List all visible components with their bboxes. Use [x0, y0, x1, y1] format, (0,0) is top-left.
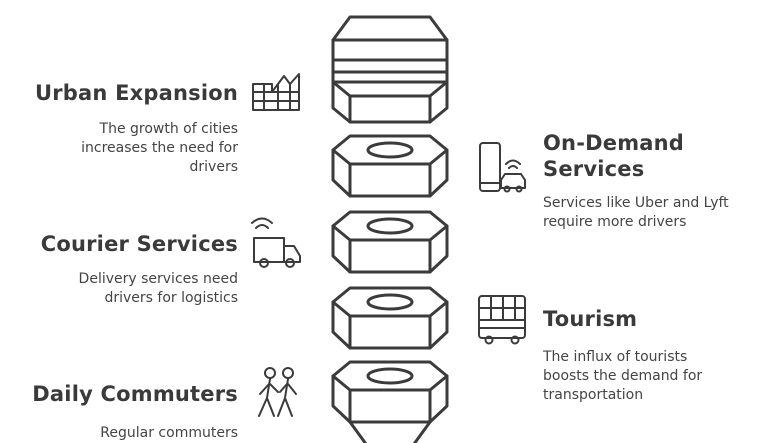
on-demand-services-title: On-Demand Services — [543, 131, 685, 181]
stack-segment-2 — [331, 210, 449, 274]
walking-people-icon — [258, 367, 297, 417]
daily-commuters-title: Daily Commuters — [32, 382, 238, 406]
urban-expansion-title: Urban Expansion — [35, 81, 238, 105]
phone-taxi-icon — [479, 142, 526, 193]
stack-segment-1 — [331, 134, 449, 198]
urban-expansion-desc: The growth of cities increases the need … — [81, 121, 238, 175]
courier-services-title: Courier Services — [40, 232, 238, 256]
delivery-van-icon — [251, 217, 301, 268]
tourism-title: Tourism — [543, 307, 638, 331]
daily-commuters-desc: Regular commuters — [100, 425, 238, 441]
courier-services-desc: Delivery services need drivers for logis… — [78, 271, 238, 306]
stack-segment-4 — [331, 360, 449, 443]
on-demand-services-desc: Services like Uber and Lyft require more… — [543, 195, 729, 230]
double-decker-bus-icon — [478, 295, 526, 345]
city-grid-icon — [252, 73, 300, 111]
tourism-desc: The influx of tourists boosts the demand… — [543, 349, 703, 403]
stack-segment-3 — [331, 286, 449, 350]
stack-top-cap — [331, 15, 449, 124]
